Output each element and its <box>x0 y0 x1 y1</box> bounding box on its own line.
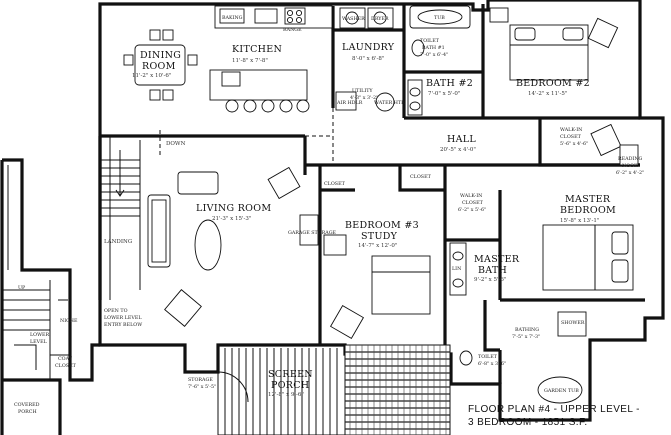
hall-name: HALL <box>447 134 476 145</box>
kitchen-fixtures <box>209 5 333 113</box>
garden-tub-label: GARDEN TUB <box>544 388 579 394</box>
coat-closet-name-2: CLOSET <box>55 363 77 369</box>
caption-line-2: 3 BEDROOM - 1851 S.F. <box>468 417 588 428</box>
screen-porch-name-2: PORCH <box>271 380 309 391</box>
bedroom2-furniture <box>489 7 619 81</box>
living-furniture <box>147 166 319 327</box>
bedroom3-name-2: STUDY <box>361 231 398 242</box>
hall-dims: 20'-5" x 4'-0" <box>440 147 476 153</box>
master-name-2: BEDROOM <box>560 205 616 216</box>
baking-label: BAKING <box>222 15 243 21</box>
screen-porch-dims: 12'-8" x 9'-6" <box>268 392 304 398</box>
reading-nook-name-2: NOOK <box>622 163 638 169</box>
screen-porch-deck <box>217 344 451 435</box>
laundry-dims: 8'-0" x 6'-8" <box>352 56 384 62</box>
dining-name-2: ROOM <box>142 61 176 72</box>
toilet-bath1-name-2: BATH #1 <box>422 45 445 51</box>
range-label: RANGE <box>283 27 302 33</box>
dryer-label: DRYER <box>371 16 389 22</box>
lower-level-name-1: LOWER <box>30 332 50 338</box>
bath2-dims: 7'-0" x 5'-0" <box>428 91 460 97</box>
room-labels: DINING ROOM 11'-2" x 10'-6" KITCHEN 11'-… <box>14 38 644 415</box>
master-furniture <box>542 123 639 291</box>
plan-caption: FLOOR PLAN #4 - UPPER LEVEL - 3 BEDROOM … <box>468 404 640 428</box>
toilet-bath1-dims: 7'-0" x 6'-4" <box>420 52 448 58</box>
toilet-small-dims: 6'-8" x 3'-6" <box>478 361 506 367</box>
up-label: UP <box>18 285 26 291</box>
screen-porch-name-1: SCREEN <box>268 369 313 380</box>
laundry-name: LAUNDRY <box>342 42 395 53</box>
coat-closet-name-1: COAT <box>58 356 73 362</box>
bath-fixtures <box>407 5 471 116</box>
kitchen-name: KITCHEN <box>232 44 282 55</box>
master-bath-name-1: MASTER <box>474 254 520 265</box>
linen-label: LIN <box>452 266 461 272</box>
walkin-mid-name-2: CLOSET <box>462 200 484 206</box>
dining-dims: 11'-2" x 10'-6" <box>132 73 171 79</box>
open-to-lower-1: OPEN TO <box>104 308 128 314</box>
niche-label: NICHE <box>60 318 78 324</box>
shower-label: SHOWER <box>561 320 585 326</box>
utility-dims: 4'-3" x 3'-2" <box>350 95 378 101</box>
misc-labels: DOWN LANDING OPEN TO LOWER LEVEL ENTRY B… <box>18 15 585 394</box>
toilet-bath1-name-1: TOILET <box>420 38 440 44</box>
bedroom2-dims: 14'-2" x 11'-5" <box>528 91 567 97</box>
master-bath-fixtures <box>449 242 587 404</box>
openings <box>159 108 334 165</box>
landing-label: LANDING <box>104 239 132 245</box>
walkin-top-dims: 5'-6" x 4'-6" <box>560 141 588 147</box>
washer-label: WASHER <box>342 16 365 22</box>
reading-nook-dims: 6'-2" x 4'-2" <box>616 170 644 176</box>
laundry-fixtures <box>335 7 395 112</box>
closet-b-label: CLOSET <box>410 174 432 180</box>
open-to-lower-3: ENTRY BELOW <box>104 322 142 328</box>
bedroom2-name: BEDROOM #2 <box>516 78 590 89</box>
storage-dims: 7'-6" x 5'-5" <box>188 384 216 390</box>
storage-name: STORAGE <box>188 377 213 383</box>
bedroom3-dims: 14'-7" x 12'-0" <box>358 243 397 249</box>
covered-porch-name-1: COVERED <box>14 402 40 408</box>
bedroom3-furniture <box>323 234 431 340</box>
lower-wing <box>0 158 100 435</box>
caption-line-1: FLOOR PLAN #4 - UPPER LEVEL - <box>468 404 640 415</box>
master-bath-name-2: BATH <box>478 265 507 276</box>
down-label: DOWN <box>166 141 186 147</box>
water-heater-label: WATER HTR <box>374 100 405 106</box>
walkin-mid-dims: 6'-2" x 5'-6" <box>458 207 486 213</box>
utility-name: UTILITY <box>352 88 373 94</box>
master-bath-dims: 9'-2" x 5'-6" <box>474 277 506 283</box>
living-name: LIVING ROOM <box>196 203 271 214</box>
closet-a-label: CLOSET <box>324 181 346 187</box>
kitchen-dims: 11'-8" x 7'-8" <box>232 58 268 64</box>
open-to-lower-2: LOWER LEVEL <box>104 315 142 321</box>
walkin-top-name-2: CLOSET <box>560 134 582 140</box>
bathing-dims: 7'-5" x 7'-3" <box>512 334 540 340</box>
walkin-mid-name-1: WALK-IN <box>460 193 482 199</box>
master-name-1: MASTER <box>565 194 611 205</box>
stair-lines <box>100 140 141 290</box>
garage-storage-label: GARAGE STORAGE <box>288 230 337 236</box>
living-dims: 21'-3" x 15'-3" <box>212 216 251 222</box>
bedroom3-name-1: BEDROOM #3 <box>345 220 419 231</box>
lower-level-name-2: LEVEL <box>30 339 48 345</box>
dining-name-1: DINING <box>140 50 181 61</box>
tub-label: TUB <box>434 15 445 21</box>
dining-table <box>123 29 198 101</box>
master-dims: 15'-8" x 13'-1" <box>560 218 599 224</box>
bathing-name: BATHING <box>515 327 539 333</box>
toilet-small-name: TOILET <box>478 354 498 360</box>
covered-porch-name-2: PORCH <box>18 409 37 415</box>
bath2-name: BATH #2 <box>426 78 473 89</box>
walkin-top-name-1: WALK-IN <box>560 127 582 133</box>
air-handler-label: AIR HDLR <box>336 100 363 106</box>
reading-nook-name-1: READING <box>618 156 643 162</box>
